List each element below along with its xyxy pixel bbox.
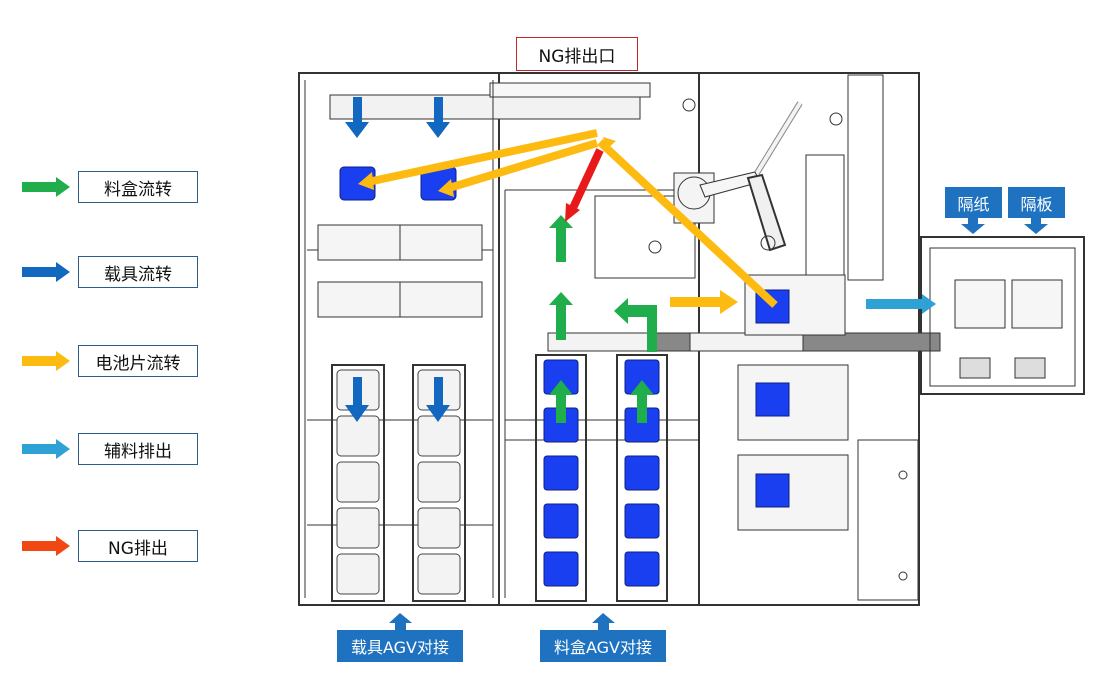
magazine-cell [624, 551, 660, 587]
cell-flow-head [603, 137, 616, 150]
separator-board-callout: 隔板 [1008, 187, 1065, 218]
legend-arrow-shape [22, 177, 70, 197]
aux-motor [959, 357, 991, 379]
aux-frame [920, 236, 1085, 395]
flow-arrows [345, 97, 1048, 632]
magazine-slots [543, 359, 660, 587]
magazine-cell [624, 503, 660, 539]
magazine-cell [543, 455, 579, 491]
carrier-slot [336, 461, 380, 503]
legend-arrow-shape [22, 351, 70, 371]
separator-paper-callout: 隔纸 [945, 187, 1002, 218]
hole [829, 112, 843, 126]
magazine-cell [543, 551, 579, 587]
hole [898, 470, 908, 480]
cell-flow-arrows [358, 129, 778, 314]
separator-paper-arrow [961, 218, 985, 234]
magazine-flow-arrow [630, 380, 654, 423]
magazine-flow-arrow [549, 215, 573, 262]
rotary-station [737, 364, 849, 441]
cell-flow-bar [670, 297, 722, 307]
aux-motor [1014, 357, 1046, 379]
magazine-cell [543, 503, 579, 539]
magazine-flow-arrow [549, 380, 573, 423]
cell-flow-head [438, 179, 454, 197]
transfer-module [399, 281, 483, 318]
carrier-lane [331, 364, 385, 602]
carrier-flow-arrow [426, 377, 450, 422]
ng-flow-head [565, 203, 580, 222]
arrow-right-icon [22, 351, 70, 371]
robot-joint [760, 235, 776, 251]
rotary-station [737, 454, 849, 531]
carrier-slots [336, 369, 461, 595]
center-chamber [594, 195, 696, 279]
carrier-slot [417, 415, 461, 457]
column [805, 154, 845, 276]
magazine-flow-arrow [549, 292, 573, 340]
magazine-lane [535, 354, 587, 602]
legend-arrow-shape [22, 262, 70, 282]
hole [898, 571, 908, 581]
arrow-right-icon [22, 536, 70, 556]
legend-arrow-shape [22, 536, 70, 556]
cell-flow-head [358, 172, 374, 190]
arrow-right-icon [22, 262, 70, 282]
robot-tool [755, 101, 802, 175]
magazine-lane [616, 354, 668, 602]
carrier-flow-arrow [426, 97, 450, 138]
carrier-slot [417, 507, 461, 549]
hole [682, 98, 696, 112]
column [847, 74, 884, 281]
carrier-slot [417, 461, 461, 503]
carrier-slot [417, 553, 461, 595]
cell-station-middle [755, 382, 790, 417]
arrow-right-icon [22, 177, 70, 197]
carrier-flow-arrow [345, 377, 369, 422]
cell-flow-head [720, 290, 738, 314]
legend-label: NG排出 [78, 530, 198, 562]
robot-arm-link [746, 173, 787, 252]
hole [648, 240, 662, 254]
carrier-slot [336, 507, 380, 549]
carrier-agv-arrow [389, 613, 412, 632]
conveyor-block [654, 332, 691, 352]
top-beam [329, 94, 641, 120]
cell-station-bottom [755, 473, 790, 508]
arrow-right-icon [22, 439, 70, 459]
cell-flow-line [597, 139, 778, 308]
aux-inner [929, 247, 1076, 387]
conveyor-block [802, 332, 941, 352]
cell-flow-line [447, 139, 599, 192]
side-panel [857, 439, 919, 601]
top-rail [489, 82, 651, 98]
separator-paper-unit [954, 279, 1006, 329]
legend-label: 载具流转 [78, 256, 198, 288]
legend-label: 辅料排出 [78, 433, 198, 465]
legend-arrow-shape [22, 439, 70, 459]
carrier-flow-arrow [345, 97, 369, 138]
ng-outlet-label: NG排出口 [516, 37, 638, 71]
cell-flow-line [367, 129, 598, 186]
ng-flow-line [569, 148, 604, 210]
magazine-cell [624, 455, 660, 491]
transfer-module [317, 224, 401, 261]
magazine-flow-arrow-elbow [614, 298, 657, 352]
legend-label: 电池片流转 [78, 345, 198, 377]
carrier-slot [336, 415, 380, 457]
separator-board-unit [1011, 279, 1063, 329]
carrier-agv-callout: 载具AGV对接 [337, 630, 463, 662]
transfer-module [399, 224, 483, 261]
separator-board-arrow [1024, 218, 1048, 234]
magazine-agv-arrow [592, 613, 615, 632]
auxiliary-flow-arrow [866, 294, 936, 314]
transfer-module [317, 281, 401, 318]
carrier-slot [336, 553, 380, 595]
legend-label: 料盒流转 [78, 171, 198, 203]
magazine-agv-callout: 料盒AGV对接 [540, 630, 666, 662]
carrier-lane [412, 364, 466, 602]
